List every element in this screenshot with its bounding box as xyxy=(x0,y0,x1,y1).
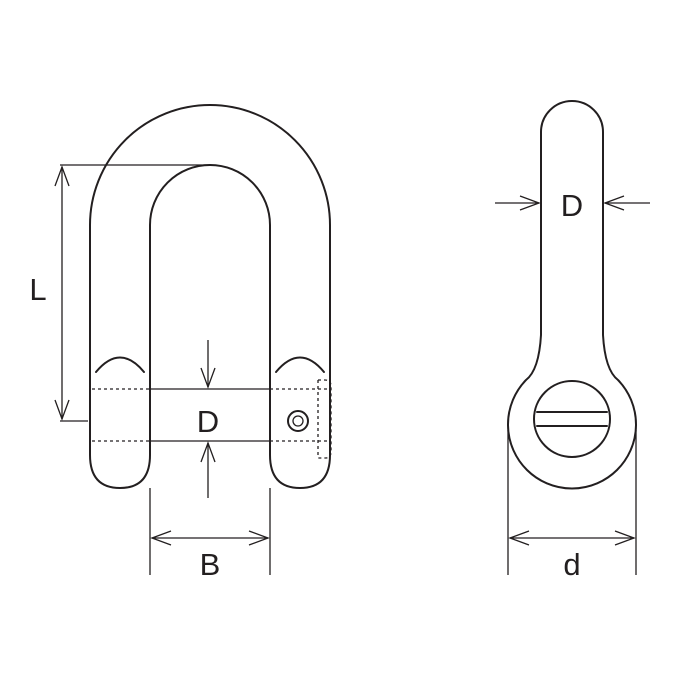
shackle-inner-outline xyxy=(149,164,271,391)
d-front-label: D xyxy=(197,404,219,439)
b-arrow-right xyxy=(248,530,270,546)
d-side-arrow-left xyxy=(519,195,541,211)
small-d-arrow-right xyxy=(614,530,636,546)
l-arrow-bottom xyxy=(54,399,70,421)
small-d-arrow-left xyxy=(508,530,530,546)
pin-hole-outer xyxy=(287,410,309,432)
b-arrow-left xyxy=(150,530,172,546)
d-side-label: D xyxy=(561,188,583,223)
left-pin-lug xyxy=(89,389,151,489)
shackle-outer-outline xyxy=(89,104,331,391)
front-view: L D B xyxy=(29,104,332,582)
side-view: D d xyxy=(495,100,650,582)
small-d-label: d xyxy=(563,547,580,582)
l-label: L xyxy=(29,272,46,307)
pin-hole-inner xyxy=(292,415,304,427)
d-front-arrow-bottom xyxy=(200,441,216,463)
b-label: B xyxy=(200,547,221,582)
side-body-outline xyxy=(507,100,637,490)
d-front-arrow-top xyxy=(200,367,216,389)
right-lug-arc xyxy=(275,356,325,373)
side-pin-circle xyxy=(533,380,611,458)
right-pin-lug xyxy=(269,389,331,489)
pin-head-hidden xyxy=(318,379,332,459)
d-side-arrow-right xyxy=(603,195,625,211)
left-lug-arc xyxy=(95,356,145,373)
l-arrow-top xyxy=(54,165,70,187)
